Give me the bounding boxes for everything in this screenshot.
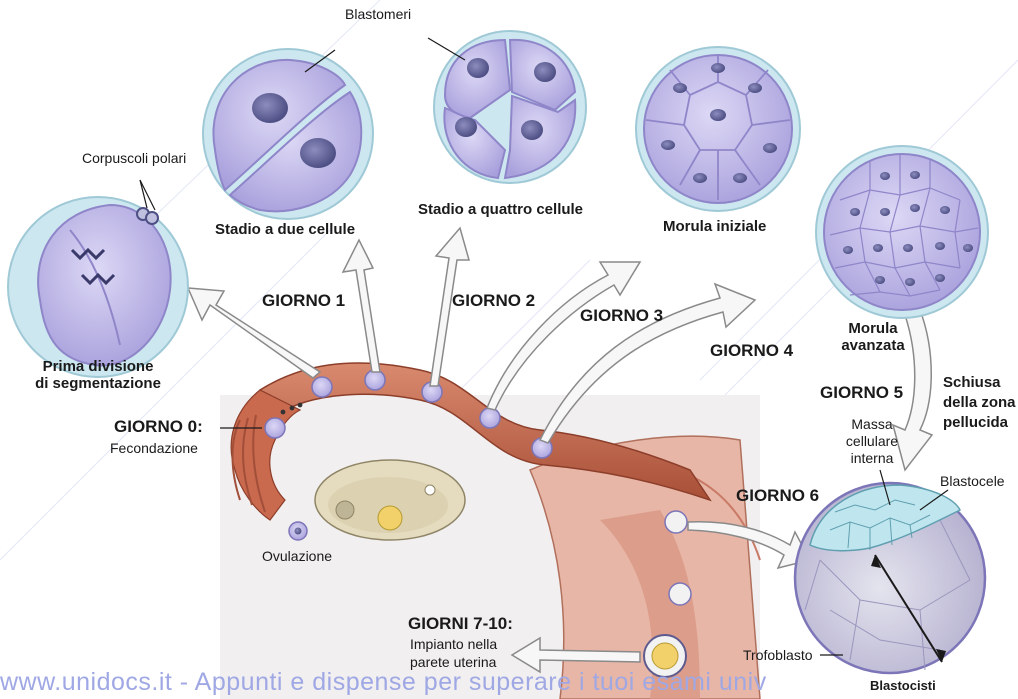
giorno-5-label: GIORNO 5 (820, 383, 903, 403)
stadio-due-label: Stadio a due cellule (215, 221, 355, 238)
giorni-7-10-label: GIORNI 7-10: (408, 614, 513, 634)
massa-cellulare-label: Massa cellulare interna (832, 416, 912, 467)
giorno-6-label: GIORNO 6 (736, 486, 819, 506)
blastocisti-label: Blastocisti (870, 678, 936, 693)
watermark-footer: www.unidocs.it - Appunti e dispense per … (0, 668, 767, 697)
morula-avanzata-line1: Morula (838, 320, 908, 337)
stadio-quattro-label: Stadio a quattro cellule (418, 201, 583, 218)
blastomeri-label: Blastomeri (345, 6, 411, 22)
impianto-line1: Impianto nella (410, 635, 497, 653)
two-cell-stage (203, 49, 373, 219)
schiusa-line1: Schiusa (943, 373, 1016, 393)
morula-avanzata-label: Morula avanzata (838, 320, 908, 354)
ovulazione-label: Ovulazione (262, 548, 332, 564)
prima-divisione-label: Prima divisione di segmentazione (18, 358, 178, 392)
massa-line1: Massa (832, 416, 912, 433)
early-morula (636, 47, 800, 211)
giorno-0-label: GIORNO 0: (114, 417, 203, 437)
ovary (315, 460, 465, 540)
corpuscoli-polari-label: Corpuscoli polari (82, 150, 186, 166)
morula-avanzata-line2: avanzata (838, 337, 908, 354)
late-morula (816, 146, 988, 318)
giorno-2-label: GIORNO 2 (452, 291, 535, 311)
schiusa-line3: pellucida (943, 413, 1016, 433)
prima-divisione-line2: di segmentazione (18, 375, 178, 392)
massa-line2: cellulare (832, 433, 912, 450)
fecondazione-label: Fecondazione (110, 440, 198, 456)
giorno-1-label: GIORNO 1 (262, 291, 345, 311)
blastocyst (795, 483, 985, 673)
impianto-label: Impianto nella parete uterina (410, 635, 497, 671)
prima-divisione-cell (8, 197, 188, 377)
giorno-3-label: GIORNO 3 (580, 306, 663, 326)
trofoblasto-label: Trofoblasto (743, 647, 813, 663)
schiusa-line2: della zona (943, 393, 1016, 413)
ovulated-oocyte (289, 522, 307, 540)
four-cell-stage (434, 31, 586, 183)
giorno-4-label: GIORNO 4 (710, 341, 793, 361)
morula-iniziale-label: Morula iniziale (663, 218, 766, 235)
massa-line3: interna (832, 450, 912, 467)
blastocele-label: Blastocele (940, 473, 1005, 489)
prima-divisione-line1: Prima divisione (18, 358, 178, 375)
schiusa-label: Schiusa della zona pellucida (943, 373, 1016, 433)
